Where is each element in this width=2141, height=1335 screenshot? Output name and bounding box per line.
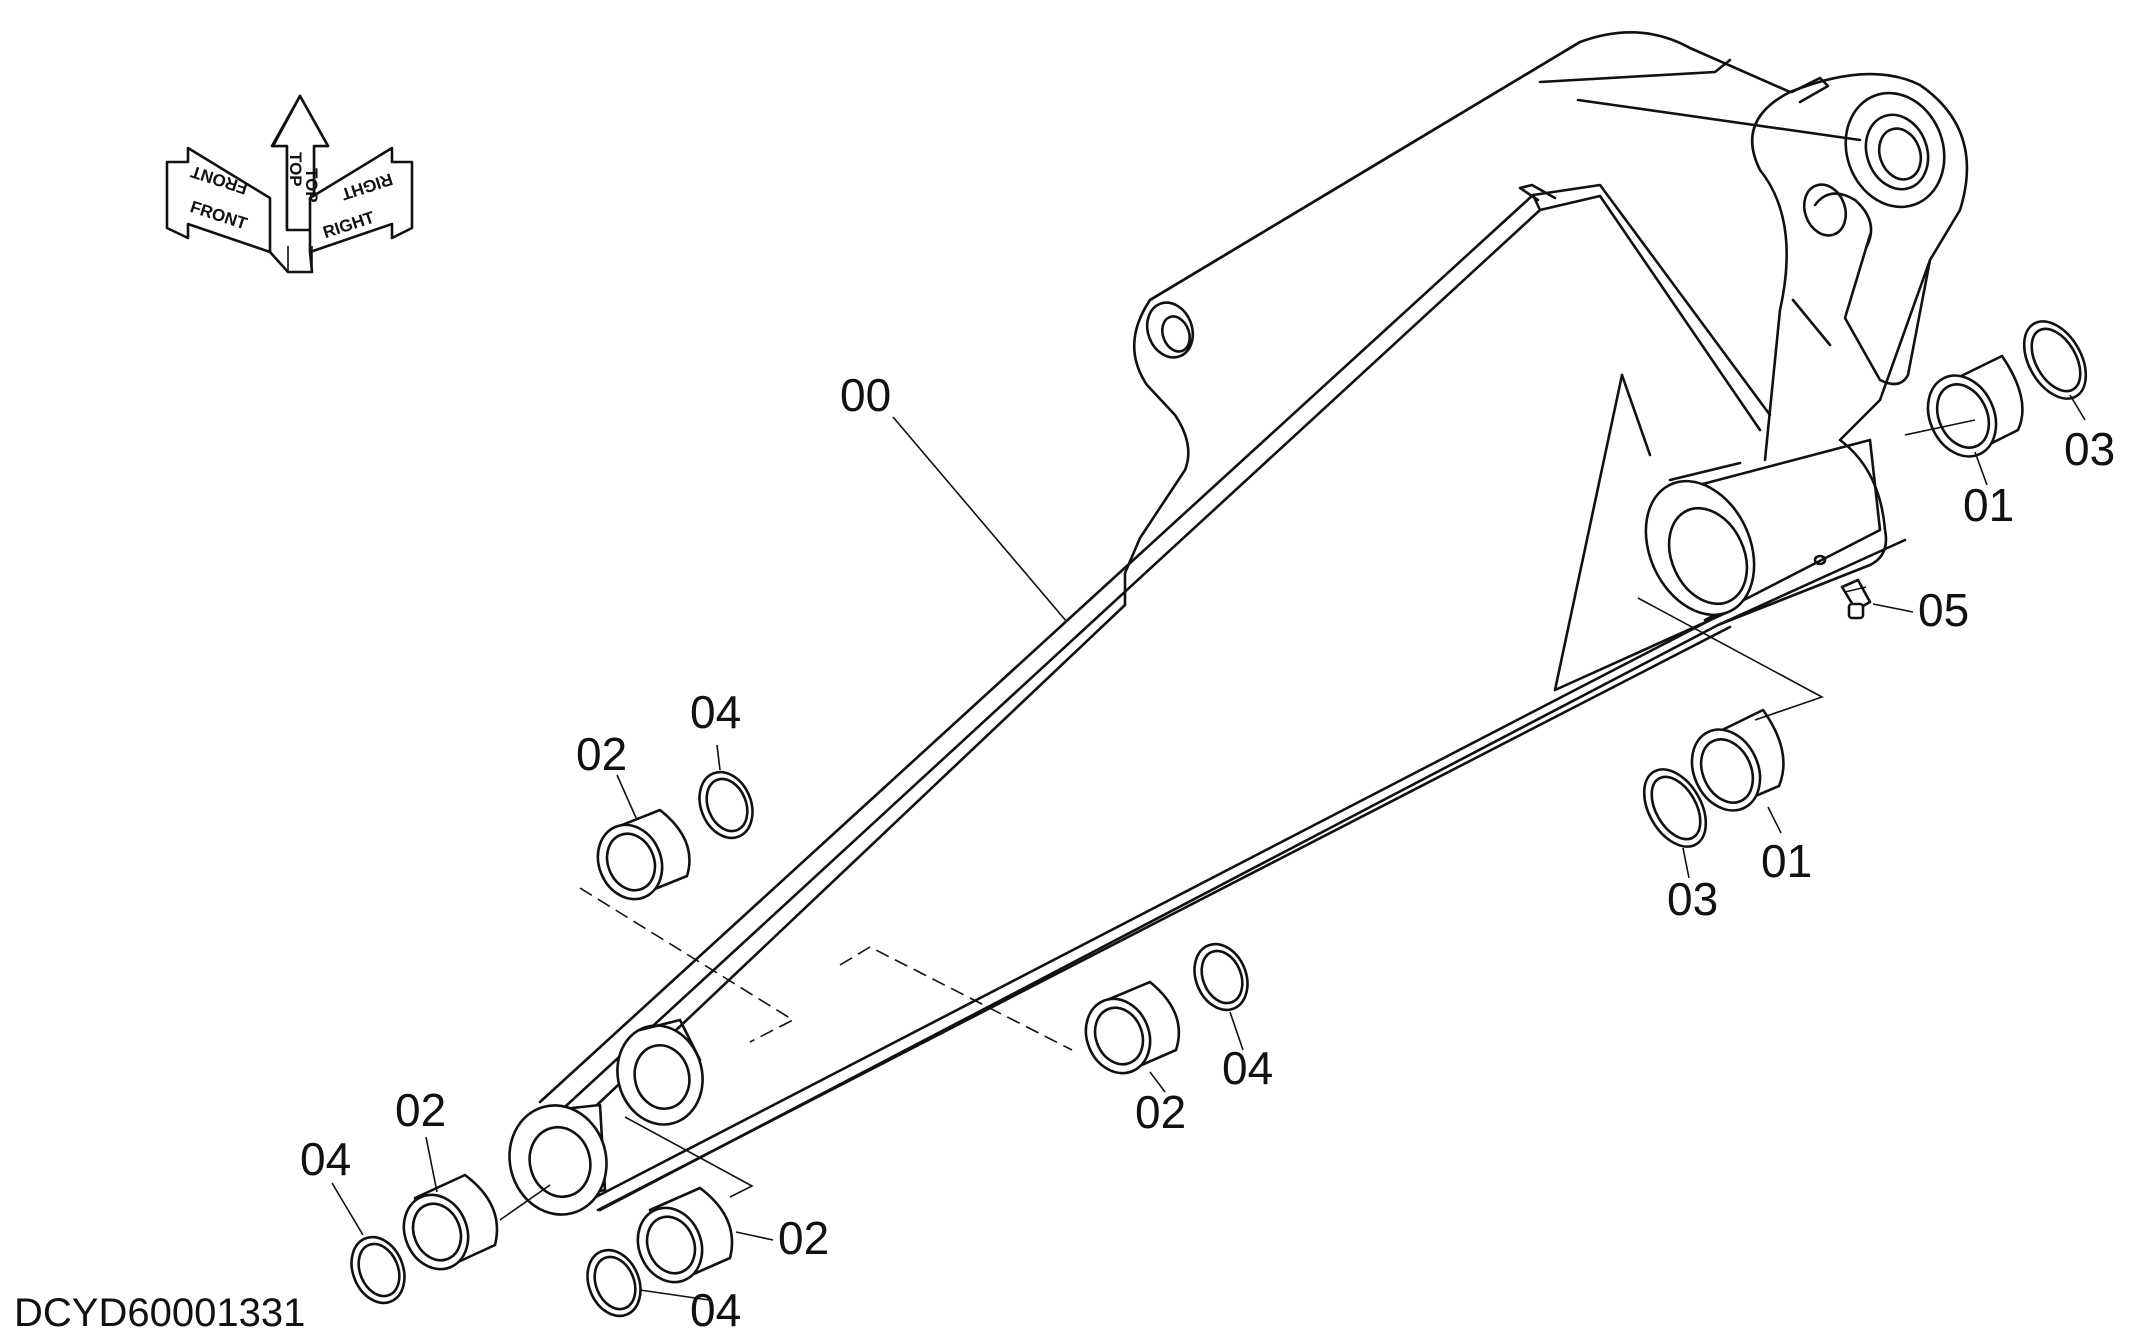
bushing-top-left bbox=[596, 808, 691, 901]
callout-bushing-tip-bottom: 02 bbox=[778, 1212, 829, 1264]
orientation-top-label: TOP bbox=[286, 152, 305, 187]
orientation-top-label-mirror: TOP bbox=[302, 168, 321, 203]
seal-top-left bbox=[698, 770, 754, 840]
seal-middle bbox=[1193, 942, 1249, 1012]
bushing-tip-bottom bbox=[636, 1186, 734, 1284]
seal-tip-bottom bbox=[586, 1248, 642, 1318]
bushing-right-upper bbox=[1926, 354, 2024, 458]
seal-right-lower bbox=[1642, 768, 1708, 848]
callout-seal-middle: 04 bbox=[1222, 1042, 1273, 1094]
bushing-tip-left bbox=[402, 1173, 499, 1271]
callout-grease-fitting: 05 bbox=[1918, 584, 1969, 636]
drawing-code: DCYD60001331 bbox=[14, 1291, 305, 1335]
orientation-indicator: FRONT FRONT TOP TOP RIGHT RIGHT bbox=[165, 94, 414, 274]
callout-bushing-right-upper: 01 bbox=[1963, 479, 2014, 531]
callout-bushing-right-lower: 01 bbox=[1761, 835, 1812, 887]
bushing-middle bbox=[1084, 980, 1181, 1075]
callout-seal-right-lower: 03 bbox=[1667, 873, 1718, 925]
callout-bushing-top-left: 02 bbox=[576, 728, 627, 780]
callout-bushing-middle: 02 bbox=[1135, 1086, 1186, 1138]
leader-lines bbox=[331, 394, 2086, 1301]
callout-bushing-tip-left: 02 bbox=[395, 1084, 446, 1136]
callout-labels: 00 01 03 05 01 03 02 04 04 02 02 04 02 0… bbox=[300, 369, 2115, 1335]
seal-tip-left bbox=[350, 1235, 406, 1305]
callout-seal-tip-bottom: 04 bbox=[690, 1284, 741, 1335]
callout-seal-right-upper: 03 bbox=[2064, 423, 2115, 475]
grease-fitting bbox=[1840, 578, 1872, 620]
callout-arm: 00 bbox=[840, 369, 891, 421]
arm-body bbox=[508, 31, 1969, 1216]
callout-seal-top-left: 04 bbox=[690, 686, 741, 738]
seal-right-upper bbox=[2022, 320, 2088, 400]
bushing-right-lower bbox=[1690, 708, 1785, 812]
assembly-lines bbox=[499, 419, 1976, 1221]
callout-seal-tip-left: 04 bbox=[300, 1133, 351, 1185]
